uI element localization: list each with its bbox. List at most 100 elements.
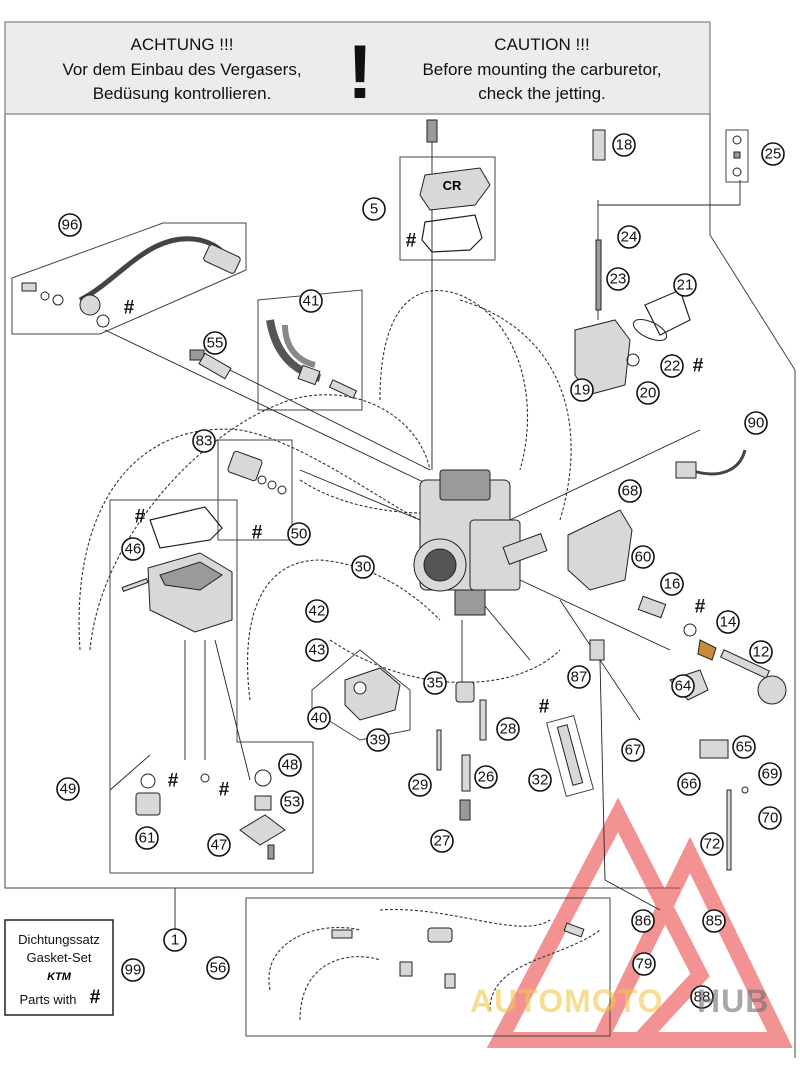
svg-text:67: 67 (625, 742, 642, 759)
svg-text:65: 65 (736, 739, 753, 756)
callout-68: 68 (618, 479, 642, 503)
vent-hose-kit (268, 908, 601, 1021)
callouts: 1 5 12 14 16 18 19 20 21 22 23 24 25 26 … (56, 133, 785, 1009)
svg-text:24: 24 (621, 229, 638, 246)
gasket-mark: # (135, 507, 146, 528)
svg-text:16: 16 (664, 576, 681, 593)
callout-42: 42 (305, 599, 329, 623)
callout-85: 85 (702, 909, 726, 933)
watermark-triangle-right (587, 836, 793, 1048)
idle-screw-assembly (574, 129, 742, 396)
callout-39: 39 (366, 728, 390, 752)
svg-text:69: 69 (762, 766, 779, 783)
float-bowl-frame (109, 499, 314, 874)
svg-text:96: 96 (62, 217, 79, 234)
svg-text:30: 30 (355, 559, 372, 576)
svg-text:12: 12 (753, 644, 770, 661)
svg-text:25: 25 (765, 146, 782, 163)
gasket-mark: # (693, 356, 704, 377)
gasket-marks: # # # # # # # # # (124, 231, 706, 801)
callout-27: 27 (430, 829, 454, 853)
callout-5: 5 (362, 197, 386, 221)
callout-12: 12 (749, 640, 773, 664)
warning-de-line2: Bedüsung kontrollieren. (93, 84, 272, 103)
svg-text:49: 49 (60, 781, 77, 798)
callout-66: 66 (677, 772, 701, 796)
callout-28: 28 (496, 717, 520, 741)
callout-16: 16 (660, 572, 684, 596)
callout-70: 70 (758, 806, 782, 830)
svg-text:23: 23 (610, 271, 627, 288)
gasket-mark: # (124, 298, 135, 319)
callout-96: 96 (58, 213, 82, 237)
jet-stack (436, 639, 605, 821)
carburetor-body (413, 469, 548, 616)
callout-50: 50 (287, 522, 311, 546)
svg-text:86: 86 (635, 913, 652, 930)
svg-text:48: 48 (282, 757, 299, 774)
svg-text:72: 72 (704, 836, 721, 853)
throttle-position-sensor-39 (344, 667, 401, 721)
svg-text:85: 85 (706, 913, 723, 930)
svg-text:56: 56 (210, 960, 227, 977)
callout-88: 88 (690, 985, 714, 1009)
svg-text:46: 46 (125, 541, 142, 558)
callout-48: 48 (278, 753, 302, 777)
callout-83: 83 (192, 429, 216, 453)
callout-20: 20 (636, 381, 660, 405)
svg-text:42: 42 (309, 603, 326, 620)
svg-text:50: 50 (291, 526, 308, 543)
callout-18: 18 (612, 133, 636, 157)
gasket-kit-line3: Parts with (19, 992, 76, 1007)
cable-96-frame (11, 222, 247, 335)
callout-53: 53 (280, 790, 304, 814)
svg-text:29: 29 (412, 777, 429, 794)
svg-text:66: 66 (681, 776, 698, 793)
svg-text:26: 26 (478, 769, 495, 786)
svg-text:41: 41 (303, 293, 320, 310)
float-bowl (121, 506, 286, 860)
hose-kit-frame (245, 897, 611, 1037)
callout-47: 47 (207, 833, 231, 857)
plug-25-frame (725, 129, 749, 183)
callout-79: 79 (632, 952, 656, 976)
callout-60: 60 (631, 545, 655, 569)
svg-text:70: 70 (762, 810, 779, 827)
callout-55: 55 (203, 331, 227, 355)
callout-40: 40 (307, 706, 331, 730)
svg-text:88: 88 (694, 989, 711, 1006)
callout-61: 61 (135, 826, 159, 850)
svg-text:47: 47 (211, 837, 228, 854)
gasket-mark: # (168, 771, 179, 792)
hose-41-frame (257, 289, 363, 411)
callout-72: 72 (700, 832, 724, 856)
callout-69: 69 (758, 762, 782, 786)
svg-text:39: 39 (370, 732, 387, 749)
svg-text:22: 22 (664, 358, 681, 375)
callout-22: 22 (660, 354, 684, 378)
throttle-cable-96 (21, 236, 241, 328)
svg-text:43: 43 (309, 642, 326, 659)
svg-text:55: 55 (207, 335, 224, 352)
svg-text:40: 40 (311, 710, 328, 727)
warning-banner: ACHTUNG !!! Vor dem Einbau des Vergasers… (4, 21, 711, 115)
watermark (486, 797, 793, 1048)
warning-de-title: ACHTUNG !!! (131, 35, 234, 54)
callout-86: 86 (631, 909, 655, 933)
svg-text:99: 99 (125, 962, 142, 979)
svg-text:19: 19 (574, 382, 591, 399)
callout-29: 29 (408, 773, 432, 797)
callout-21: 21 (673, 273, 697, 297)
callout-56: 56 (206, 956, 230, 980)
gasket-kit-line1: Dichtungssatz (18, 932, 100, 947)
watermark-text-automoto: AUTOMOTO (470, 983, 663, 1019)
warning-exclamation-icon: ! (347, 30, 372, 115)
callout-41: 41 (299, 289, 323, 313)
watermark-text: AUTOMOTO HUB (470, 983, 768, 1019)
callout-23: 23 (606, 267, 630, 291)
callout-46: 46 (121, 537, 145, 561)
svg-text:61: 61 (139, 830, 156, 847)
svg-text:60: 60 (635, 549, 652, 566)
warning-en-title: CAUTION !!! (494, 35, 589, 54)
